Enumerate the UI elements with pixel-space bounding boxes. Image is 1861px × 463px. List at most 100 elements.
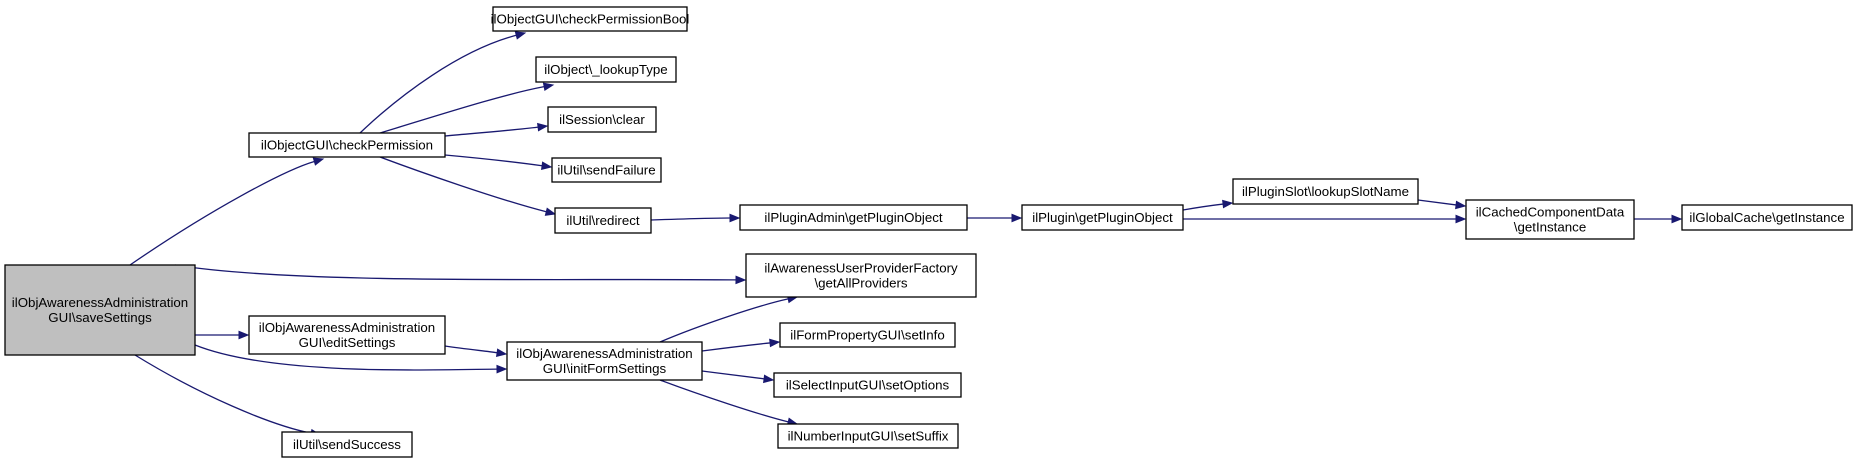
node-lookup-slot-name[interactable]: ilPluginSlot\lookupSlotName <box>1232 178 1419 205</box>
arrowhead <box>537 122 549 132</box>
node-box <box>739 204 968 231</box>
node-box <box>281 431 413 458</box>
edge-edit_settings-to-init_form_settings <box>444 345 508 357</box>
arrowhead <box>1455 214 1467 224</box>
edge-init_form_settings-to-set_options <box>701 370 775 384</box>
node-label: ilAwarenessUserProviderFactory <box>764 261 958 276</box>
node-get-all-providers[interactable]: ilAwarenessUserProviderFactory\getAllPro… <box>745 253 977 298</box>
arrowhead <box>1455 200 1467 210</box>
node-box <box>4 264 196 356</box>
node-label: ilFormPropertyGUI\setInfo <box>790 328 944 343</box>
node-box <box>1021 204 1184 231</box>
node-init-form-settings[interactable]: ilObjAwarenessAdministrationGUI\initForm… <box>506 341 703 381</box>
edge-plugin_get_plugin_object-to-cached_component_get_instance <box>1183 214 1467 224</box>
edge-line <box>650 217 731 221</box>
node-label: ilObjectGUI\checkPermissionBool <box>491 12 690 27</box>
arrowhead <box>540 161 553 170</box>
node-label: GUI\initFormSettings <box>543 361 667 376</box>
edges-layer <box>129 31 1683 438</box>
node-check-permission[interactable]: ilObjectGUI\checkPermission <box>248 132 446 158</box>
edge-redirect-to-plugin_admin_get_plugin_object <box>650 213 741 223</box>
edge-check_permission-to-send_failure <box>444 154 553 170</box>
node-label: ilPluginSlot\lookupSlotName <box>1242 184 1409 199</box>
edge-init_form_settings-to-set_info <box>701 338 781 352</box>
edge-line <box>379 156 547 213</box>
edge-line <box>194 344 498 371</box>
node-label: ilPluginAdmin\getPluginObject <box>764 210 942 225</box>
node-box <box>1681 204 1853 231</box>
edge-line <box>129 160 315 266</box>
node-edit-settings[interactable]: ilObjAwarenessAdministrationGUI\editSett… <box>248 315 446 355</box>
node-label: \getInstance <box>1514 220 1586 235</box>
arrowhead <box>544 207 557 216</box>
node-set-suffix[interactable]: ilNumberInputGUI\setSuffix <box>777 423 959 449</box>
node-send-success[interactable]: ilUtil\sendSuccess <box>281 431 413 458</box>
edge-check_permission-to-check_permission_bool <box>359 31 527 134</box>
node-label: GUI\saveSettings <box>48 310 152 325</box>
edge-save_settings-to-init_form_settings <box>194 344 508 374</box>
node-label: ilObjAwarenessAdministration <box>516 346 692 361</box>
arrowhead <box>1222 199 1234 209</box>
node-cached-component-get-instance[interactable]: ilCachedComponentData\getInstance <box>1465 199 1635 240</box>
node-box <box>551 157 662 183</box>
edge-line <box>701 342 771 352</box>
edge-line <box>359 34 517 134</box>
node-box <box>248 132 446 158</box>
node-label: ilPlugin\getPluginObject <box>1032 210 1173 225</box>
arrowhead <box>495 348 508 357</box>
node-box <box>547 106 657 133</box>
arrowhead <box>729 213 741 223</box>
arrowhead <box>735 275 747 285</box>
node-set-options[interactable]: ilSelectInputGUI\setOptions <box>773 372 962 398</box>
node-label: ilObjectGUI\checkPermission <box>261 138 433 153</box>
node-label: GUI\editSettings <box>299 335 396 350</box>
node-label: ilObject\_lookupType <box>544 62 667 77</box>
arrowhead <box>238 330 250 340</box>
node-box <box>248 315 446 355</box>
edge-line <box>379 86 545 134</box>
edge-lookup_slot_name-to-cached_component_get_instance <box>1417 199 1467 210</box>
node-plugin-admin-get-plugin-object[interactable]: ilPluginAdmin\getPluginObject <box>739 204 968 231</box>
node-label: ilUtil\sendFailure <box>557 163 655 178</box>
node-box <box>1465 199 1635 240</box>
node-label: ilNumberInputGUI\setSuffix <box>788 429 949 444</box>
arrowhead <box>1671 214 1683 224</box>
nodes-layer: ilObjAwarenessAdministration GUI\saveSett… <box>4 6 1853 458</box>
edge-line <box>701 370 765 380</box>
node-box <box>506 341 703 381</box>
node-set-info[interactable]: ilFormPropertyGUI\setInfo <box>779 322 956 348</box>
node-send-failure[interactable]: ilUtil\sendFailure <box>551 157 662 183</box>
node-session-clear[interactable]: ilSession\clear <box>547 106 657 133</box>
node-label: ilSelectInputGUI\setOptions <box>786 378 950 393</box>
node-lookup-type[interactable]: ilObject\_lookupType <box>535 56 677 83</box>
edge-line <box>1417 199 1457 206</box>
edge-check_permission-to-lookup_type <box>379 82 555 134</box>
node-box <box>779 322 956 348</box>
arrowhead <box>514 31 527 40</box>
edge-check_permission-to-redirect <box>379 156 557 216</box>
node-box <box>745 253 977 298</box>
edge-line <box>134 354 312 434</box>
node-redirect[interactable]: ilUtil\redirect <box>554 207 652 234</box>
edge-plugin_get_plugin_object-to-lookup_slot_name <box>1182 199 1234 211</box>
node-check-permission-bool[interactable]: ilObjectGUI\checkPermissionBool <box>491 6 690 32</box>
edge-check_permission-to-session_clear <box>444 122 549 137</box>
edge-init_form_settings-to-get_all_providers <box>659 294 799 343</box>
edge-line <box>174 264 737 281</box>
edge-save_settings-to-check_permission <box>129 157 325 266</box>
arrowhead <box>312 157 325 166</box>
node-global-cache-get-instance[interactable]: ilGlobalCache\getInstance <box>1681 204 1853 231</box>
arrowhead <box>1011 213 1023 223</box>
node-box <box>492 6 688 32</box>
node-save-settings[interactable]: ilObjAwarenessAdministrationGUI\saveSett… <box>4 264 196 356</box>
arrowhead <box>496 364 508 374</box>
node-plugin-get-plugin-object[interactable]: ilPlugin\getPluginObject <box>1021 204 1184 231</box>
edge-save_settings-to-send_success <box>134 354 322 438</box>
node-label: ilSession\clear <box>559 112 645 127</box>
arrowhead <box>769 338 781 348</box>
node-box <box>554 207 652 234</box>
node-label: \getAllProviders <box>814 276 907 291</box>
edge-line <box>659 379 789 423</box>
node-box <box>1232 178 1419 205</box>
